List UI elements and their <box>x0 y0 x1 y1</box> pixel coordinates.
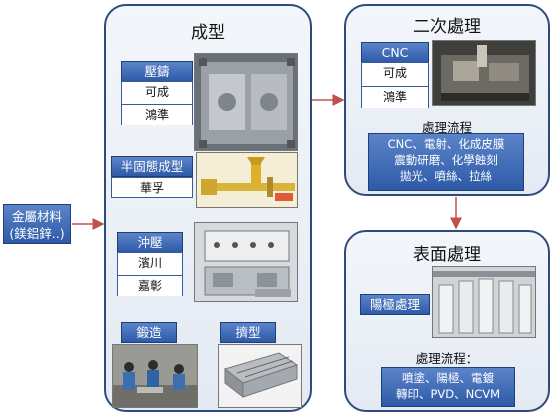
vendor-hongzhun: 鴻準 <box>122 105 192 125</box>
surface-title: 表面處理 <box>413 245 481 265</box>
cnc-vendor-keshi: 可成 <box>362 63 428 87</box>
forging-photo <box>112 344 198 408</box>
surface-process-line-2: 轉印、PVD、NCVM <box>395 387 501 401</box>
cnc-photo <box>432 40 536 106</box>
die-casting-photo <box>194 53 298 151</box>
secondary-process-label: 處理流程 <box>421 120 472 135</box>
cnc-vendors: 可成 鴻準 <box>361 62 429 108</box>
forging-label: 鍛造 <box>121 322 177 343</box>
cnc-label: CNC <box>361 42 429 63</box>
forming-title: 成型 <box>191 23 225 43</box>
extrusion-photo <box>218 344 302 408</box>
surface-process-box: 噴塗、陽極、電鍍 轉印、PVD、NCVM <box>381 367 515 407</box>
die-casting-label: 壓鑄 <box>121 61 193 82</box>
surface-process-line-1: 噴塗、陽極、電鍍 <box>402 371 494 385</box>
stamping-vendors: 濱川 嘉彰 <box>117 252 183 296</box>
source-line-1: 金屬材料 <box>11 209 62 224</box>
vendor-keshi: 可成 <box>122 82 192 105</box>
forging-workers-image <box>113 345 197 407</box>
secondary-process-line-1: CNC、電射、化成皮膜 <box>387 137 505 151</box>
stamping-label: 沖壓 <box>117 232 183 253</box>
stamping-die-image <box>195 223 297 301</box>
anodizing-line-image <box>433 267 535 337</box>
cnc-vendor-hongzhun: 鴻準 <box>362 87 428 108</box>
vendor-huafu: 華孚 <box>111 177 193 198</box>
secondary-process-line-3: 拋光、噴絲、拉絲 <box>400 169 492 183</box>
semi-solid-label: 半固態成型 <box>111 156 193 177</box>
source-line-2: (鎂鋁鋅..) <box>9 226 65 241</box>
vendor-binchuan: 濱川 <box>118 253 182 276</box>
secondary-process-line-2: 震動研磨、化學蝕刻 <box>394 153 498 167</box>
secondary-title: 二次處理 <box>413 17 481 37</box>
surface-process-label: 處理流程： <box>415 351 479 366</box>
secondary-process-box: CNC、電射、化成皮膜 震動研磨、化學蝕刻 拋光、噴絲、拉絲 <box>368 133 524 191</box>
extruded-profile-image <box>219 345 301 407</box>
die-casting-vendors: 可成 鴻準 <box>121 81 193 125</box>
die-mold-image <box>195 54 297 150</box>
extrusion-label: 擠型 <box>220 322 276 343</box>
anodizing-photo <box>432 266 536 338</box>
anodizing-label: 陽極處理 <box>360 294 430 315</box>
source-material-box: 金屬材料 (鎂鋁鋅..) <box>3 204 71 244</box>
stamping-photo <box>194 222 298 302</box>
cnc-machine-image <box>433 41 535 105</box>
vendor-jiazhang: 嘉彰 <box>118 276 182 296</box>
semi-solid-photo <box>196 152 298 208</box>
injection-machine-image <box>197 153 297 207</box>
